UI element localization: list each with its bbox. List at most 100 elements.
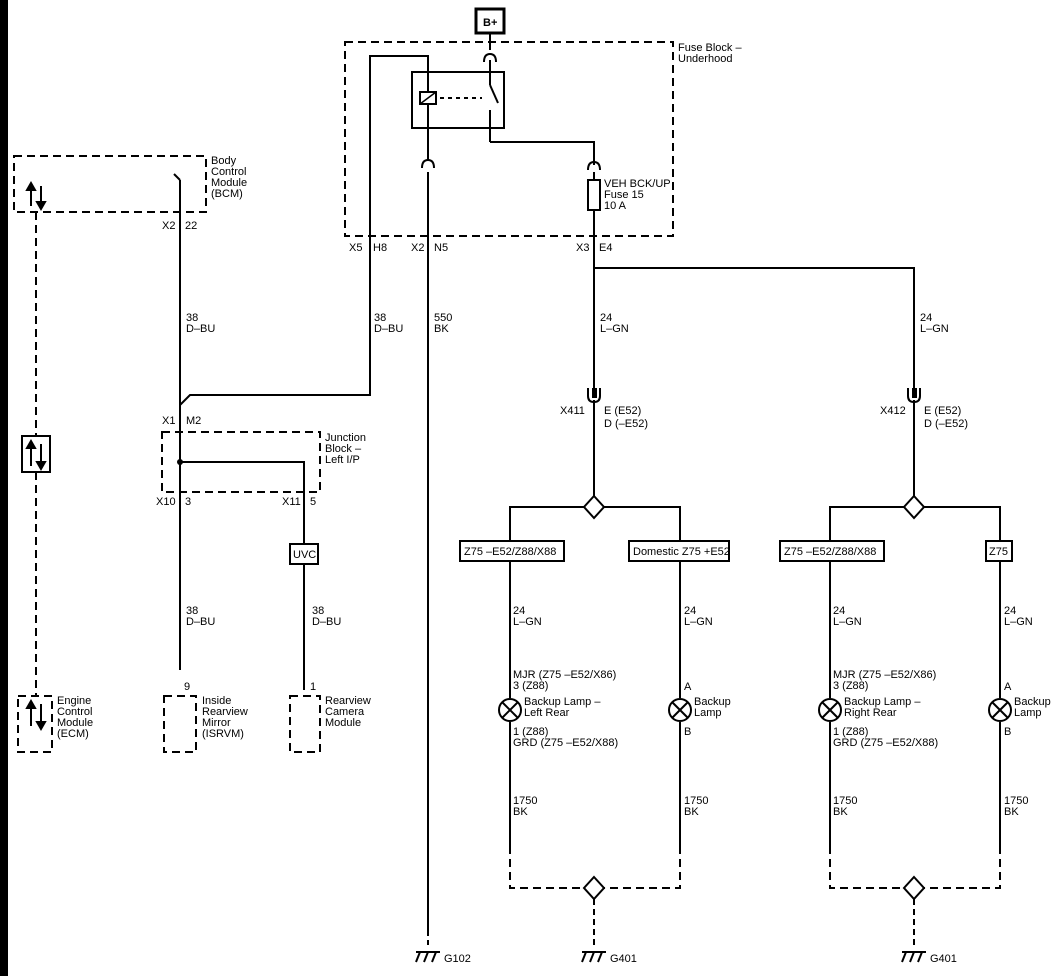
wire-gauge: 24 [920, 312, 932, 324]
ecm-label: Module [57, 717, 93, 729]
connector-pin: D (–E52) [604, 418, 648, 430]
bcm-label: Body [211, 155, 237, 167]
pin-label: H8 [373, 242, 387, 254]
lamp-label: Lamp [1014, 707, 1042, 719]
pin-label: E4 [599, 242, 612, 254]
connector-label: X5 [349, 242, 362, 254]
bcm-label: Module [211, 177, 247, 189]
option-label: Domestic Z75 +E52 [633, 546, 730, 558]
lamp-pin-label: 1 (Z88) [833, 726, 868, 738]
pin-label: 5 [310, 496, 316, 508]
junction-block-label: Block – [325, 443, 362, 455]
relay-box [411, 71, 505, 129]
wire-color: L–GN [513, 616, 542, 628]
lamp-label: Lamp [694, 707, 722, 719]
connector-label: X2 [162, 220, 175, 232]
isrvm-label: (ISRVM) [202, 728, 244, 740]
lamp-pin-label: B [684, 726, 691, 738]
wire-color: L–GN [1004, 616, 1033, 628]
pin-label: 9 [184, 681, 190, 693]
fuse-label: VEH BCK/UP [604, 178, 671, 190]
lamp-pin-label: 3 (Z88) [833, 680, 868, 692]
connector-pin: E (E52) [604, 405, 641, 417]
wire-color: L–GN [600, 323, 629, 335]
fuse-block-title: Underhood [678, 53, 732, 65]
ground-label: G401 [930, 953, 957, 965]
ground-label: G102 [444, 953, 471, 965]
lamp-pin-label: GRD (Z75 –E52/X88) [513, 737, 618, 749]
lamp-pin-label: 1 (Z88) [513, 726, 548, 738]
wire-gauge: 24 [513, 605, 525, 617]
pin-label: M2 [186, 415, 201, 427]
serial-data-icon [25, 180, 47, 212]
wire-color: BK [513, 806, 528, 818]
wire-color: D–BU [186, 323, 215, 335]
rcm-label: Rearview [325, 695, 371, 707]
lamp-pin-label: MJR (Z75 –E52/X86) [833, 669, 936, 681]
pin-label: 3 [185, 496, 191, 508]
wire-color: BK [1004, 806, 1019, 818]
wire-gauge: 38 [374, 312, 386, 324]
wire-gauge: 38 [186, 312, 198, 324]
fuse-block-title: Fuse Block – [678, 42, 742, 54]
pin-label: 1 [310, 681, 316, 693]
connector-label: X1 [162, 415, 175, 427]
wire-color: L–GN [684, 616, 713, 628]
option-box [779, 540, 885, 562]
wire-color: L–GN [833, 616, 862, 628]
lamp-label: Backup [694, 696, 731, 708]
wire-color: BK [833, 806, 848, 818]
wire-color: D–BU [186, 616, 215, 628]
splice-diamond [902, 494, 926, 520]
rcm-label: Module [325, 717, 361, 729]
wire-gauge: 24 [833, 605, 845, 617]
connector-label: X10 [156, 496, 176, 508]
isrvm-outline [163, 695, 197, 753]
junction-block-outline [161, 431, 321, 493]
wire-gauge: 1750 [1004, 795, 1028, 807]
rcm-outline [289, 695, 321, 753]
lamp-label: Backup Lamp – [844, 696, 921, 708]
pin-label: N5 [434, 242, 448, 254]
connector-label: X412 [880, 405, 906, 417]
option-label: UVC [293, 549, 316, 561]
isrvm-label: Inside [202, 695, 231, 707]
option-label: Z75 –E52/Z88/X88 [464, 546, 556, 558]
lamp-pin-label: 3 (Z88) [513, 680, 548, 692]
isrvm-label: Rearview [202, 706, 248, 718]
splice-diamond [582, 875, 606, 901]
wire-color: BK [434, 323, 449, 335]
splice-diamond [902, 875, 926, 901]
lamp-label: Left Rear [524, 707, 570, 719]
option-label: Z75 –E52/Z88/X88 [784, 546, 876, 558]
bcm-label: (BCM) [211, 188, 243, 200]
wire-gauge: 1750 [513, 795, 537, 807]
wire-gauge: 550 [434, 312, 452, 324]
lamp-left-domestic [668, 698, 692, 722]
junction-block-label: Left I/P [325, 454, 360, 466]
wire-color: L–GN [920, 323, 949, 335]
option-box [459, 540, 565, 562]
connector-label: X11 [282, 496, 301, 508]
bcm-label: Control [211, 166, 246, 178]
lamp-pin-label: A [1004, 681, 1012, 693]
splice-diamond [582, 494, 606, 520]
wire-color: D–BU [312, 616, 341, 628]
connector-pin: E (E52) [924, 405, 961, 417]
ground-symbol-g401-left [581, 951, 606, 963]
margin-strip [0, 0, 8, 976]
lamp-right-rear [818, 698, 842, 722]
connector-label: X411 [560, 405, 585, 417]
ground-symbol-g102 [415, 951, 440, 963]
ground-label: G401 [610, 953, 637, 965]
pin-label: 22 [185, 220, 197, 232]
ecm-label: (ECM) [57, 728, 89, 740]
fuse-symbol [587, 179, 601, 211]
wire-gauge: 24 [1004, 605, 1016, 617]
lamp-label: Backup Lamp – [524, 696, 601, 708]
lamp-pin-label: B [1004, 726, 1011, 738]
fuse-label: 10 A [604, 200, 627, 212]
lamp-left-rear [498, 698, 522, 722]
wire-gauge: 38 [312, 605, 324, 617]
